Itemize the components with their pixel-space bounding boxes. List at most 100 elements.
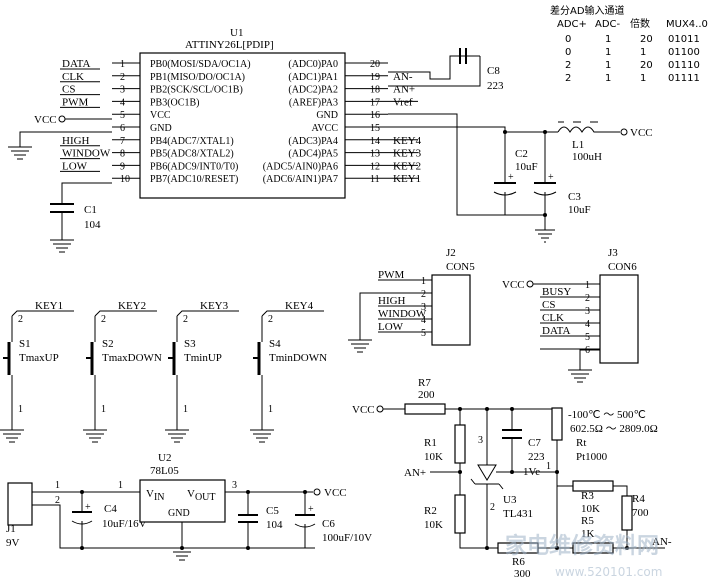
r2-resistor bbox=[454, 494, 466, 534]
table-cell: 01111 bbox=[668, 73, 700, 84]
c2-value: 10uF bbox=[515, 161, 538, 173]
table-cell: 20 bbox=[640, 60, 653, 71]
r2-ref: R2 bbox=[424, 505, 437, 517]
u2-vout-sub: OUT bbox=[195, 492, 216, 503]
bridge-an-plus: AN+ bbox=[404, 467, 426, 479]
j3-pin-num: 5 bbox=[585, 332, 590, 343]
u1-pin-num-right: 18 bbox=[370, 85, 380, 96]
bridge-an-minus: AN- bbox=[652, 536, 672, 548]
j3-pin-num: 4 bbox=[585, 319, 590, 330]
table-cell: 1 bbox=[640, 47, 646, 58]
key-name: TminUP bbox=[184, 352, 222, 364]
u1-pin-num-left: 7 bbox=[120, 136, 125, 147]
j2-pin-num: 5 bbox=[421, 328, 426, 339]
r1-value: 10K bbox=[424, 451, 443, 463]
r5-ref: R5 bbox=[581, 515, 594, 527]
j2-pin-net: WINDOW bbox=[378, 308, 427, 320]
u1-net-left: PWM bbox=[62, 96, 89, 108]
j2-pin-num: 2 bbox=[421, 289, 426, 300]
table-cell: 01100 bbox=[668, 47, 700, 58]
key-ground bbox=[165, 429, 189, 443]
u1-pin-num-right: 19 bbox=[370, 72, 380, 83]
l1-value: 100uH bbox=[572, 151, 602, 163]
l1-ref: L1 bbox=[572, 139, 584, 151]
key-net-wire bbox=[94, 310, 157, 317]
key-name: TminDOWN bbox=[269, 352, 327, 364]
rt-ref: Rt bbox=[576, 437, 586, 449]
c1-ref: C1 bbox=[84, 204, 97, 216]
c7-ref: C7 bbox=[528, 437, 541, 449]
j3-ref: J3 bbox=[608, 247, 618, 259]
j3-pin-net: DATA bbox=[542, 325, 571, 337]
watermark: 家电维修资料网 www.520101.com bbox=[505, 533, 662, 579]
key-ref: S3 bbox=[184, 338, 196, 350]
r6-value: 300 bbox=[514, 568, 531, 580]
u1-net-right: KEY4 bbox=[393, 135, 422, 147]
u1-pin-name-right: (ADC4)PA5 bbox=[288, 149, 338, 160]
r6-ref: R6 bbox=[512, 556, 525, 568]
table-cell: 0 bbox=[565, 47, 571, 58]
table-cell: 1 bbox=[640, 73, 646, 84]
u1-net-left: HIGH bbox=[62, 135, 90, 147]
key-pin-top: 2 bbox=[268, 314, 273, 325]
u1-pin-name-left: PB4(ADC7/XTAL1) bbox=[150, 136, 234, 147]
j1-jack bbox=[7, 482, 33, 526]
key-ref: S2 bbox=[102, 338, 114, 350]
j3-body bbox=[599, 274, 639, 364]
j2-body bbox=[431, 274, 471, 346]
u1-pin-num-left: 1 bbox=[120, 59, 125, 70]
table-header-cell: MUX4..0 bbox=[666, 19, 708, 30]
c2-ref: C2 bbox=[515, 148, 528, 160]
avcc-vcc-terminal bbox=[620, 128, 628, 136]
c4-value: 10uF/16V bbox=[102, 518, 147, 530]
j2-pin-net: PWM bbox=[378, 269, 405, 281]
u1-net-right: AN- bbox=[393, 71, 413, 83]
j3-part: CON6 bbox=[608, 261, 637, 273]
vref-1ve: 1Ve bbox=[523, 466, 540, 478]
j2-pin-net: HIGH bbox=[378, 295, 406, 307]
r1-ref: R1 bbox=[424, 437, 437, 449]
table-cell: 01011 bbox=[668, 34, 700, 45]
c1-value: 104 bbox=[84, 219, 101, 231]
u1-pin-num-right: 11 bbox=[370, 174, 380, 185]
key-pin-top: 2 bbox=[183, 314, 188, 325]
sensor-bridge: VCC R7 200 R1 10K AN+ R2 10K 3 2 U3 TL43… bbox=[352, 377, 672, 580]
key-ground bbox=[0, 429, 24, 443]
watermark-cn: 家电维修资料网 bbox=[505, 533, 659, 559]
u1-pin-name-left: PB3(OC1B) bbox=[150, 97, 199, 108]
u1-pin-name-left: GND bbox=[150, 123, 172, 134]
u1-part: ATTINY26L[PDIP] bbox=[185, 39, 274, 51]
u2-vin: VIN bbox=[146, 488, 165, 503]
u3-part: TL431 bbox=[503, 508, 533, 520]
u1-pin-num-right: 20 bbox=[370, 59, 380, 70]
u1-pin-num-left: 9 bbox=[120, 161, 125, 172]
rt-sensor bbox=[551, 407, 563, 441]
u1-pin-num-right: 12 bbox=[370, 161, 380, 172]
u1-pin-num-left: 3 bbox=[120, 85, 125, 96]
u2-vin-v: V bbox=[146, 488, 154, 500]
r4-value: 700 bbox=[632, 507, 649, 519]
u1-net-left: CLK bbox=[62, 71, 84, 83]
u1-pin-name-right: (ADC5/AIN0)PA6 bbox=[263, 161, 338, 172]
u1-pin-name-right: (ADC6/AIN1)PA7 bbox=[263, 174, 338, 185]
j3-vcc-label: VCC bbox=[502, 279, 525, 291]
u1-pin-name-right: AVCC bbox=[312, 123, 339, 134]
u1-net-right: KEY2 bbox=[393, 160, 421, 172]
u1-pin-num-left: 8 bbox=[120, 149, 125, 160]
j3-pin-num: 1 bbox=[585, 280, 590, 291]
c7-value: 223 bbox=[528, 451, 545, 463]
u3-pin-r: 1 bbox=[546, 461, 551, 472]
key-ground bbox=[250, 429, 274, 443]
j2-ref: J2 bbox=[446, 247, 456, 259]
key-pin-bot: 1 bbox=[101, 404, 106, 415]
u1-net-right: AN+ bbox=[393, 84, 415, 96]
r7-ref: R7 bbox=[418, 377, 431, 389]
u1-pin-name-left: PB2(SCK/SCL/OC1B) bbox=[150, 85, 243, 96]
u1-net-right: Vref bbox=[393, 96, 413, 108]
c8-capacitor: C8 223 bbox=[388, 48, 504, 92]
